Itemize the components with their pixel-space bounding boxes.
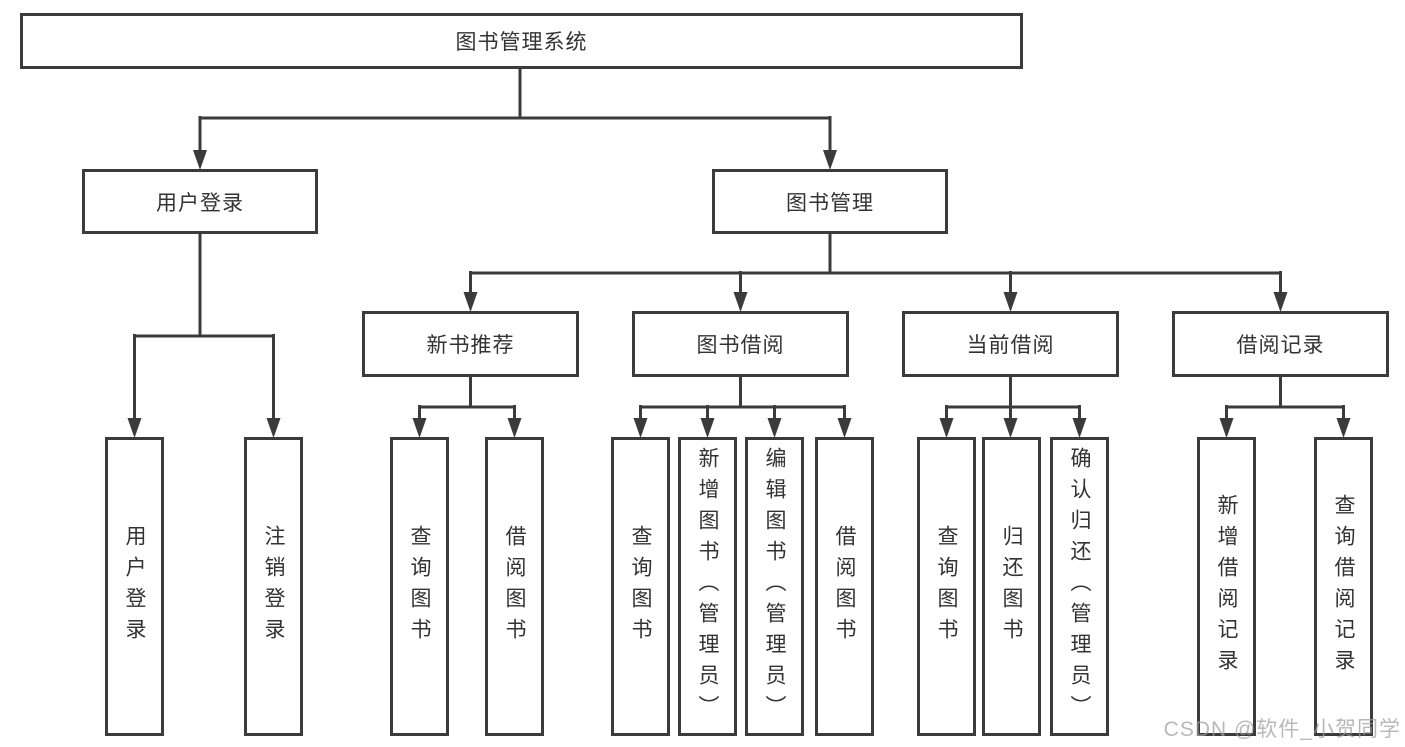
node-new-book-recommend-label: 新书推荐: [426, 334, 515, 357]
arrow-icon: [463, 292, 478, 312]
arrow-icon: [412, 418, 427, 438]
csdn-watermark: CSDN @软件_小贺同学: [1163, 718, 1401, 741]
arrow-icon: [1003, 418, 1018, 438]
connector-new-book-branch: [418, 377, 516, 423]
leaf-user-login-label: 用户登录: [123, 524, 147, 649]
arrow-icon: [1336, 418, 1351, 438]
arrow-icon: [837, 418, 852, 438]
arrow-icon: [1219, 418, 1234, 438]
leaf-query-borrow-record-label: 查询借阅记录: [1332, 493, 1356, 680]
arrow-icon: [1072, 418, 1087, 438]
leaf-borrow-books-recommend-label: 借阅图书: [503, 524, 527, 649]
arrow-icon: [1003, 292, 1018, 312]
leaf-add-borrow-record: 新增借阅记录: [1197, 437, 1256, 736]
node-library-system: 图书管理系统: [20, 13, 1023, 69]
arrow-icon: [1273, 292, 1288, 312]
node-current-borrow-label: 当前借阅: [966, 334, 1055, 357]
connector-root-branch: [198, 69, 832, 155]
node-library-system-label: 图书管理系统: [455, 31, 588, 54]
leaf-borrow-books: 借阅图书: [815, 437, 874, 736]
arrow-icon: [700, 418, 715, 438]
node-borrow-records-label: 借阅记录: [1236, 334, 1325, 357]
connector-book-management-branch: [469, 234, 1282, 297]
node-borrow-records: 借阅记录: [1172, 311, 1389, 377]
node-user-login-label: 用户登录: [156, 191, 244, 215]
leaf-query-books-current-label: 查询图书: [935, 524, 959, 649]
node-current-borrow: 当前借阅: [902, 311, 1119, 377]
leaf-confirm-return-admin: 确认归还（管理员）: [1050, 437, 1109, 736]
arrow-icon: [823, 150, 837, 170]
arrowheads: [127, 150, 1351, 438]
leaf-query-books-borrow-label: 查询图书: [629, 524, 653, 649]
node-book-borrow: 图书借阅: [632, 311, 849, 377]
leaf-return-books-label: 归还图书: [1000, 524, 1024, 649]
arrow-icon: [507, 418, 522, 438]
arrow-icon: [939, 418, 954, 438]
leaf-edit-books-admin-label: 编辑图书（管理员）: [763, 447, 787, 726]
connector-borrow-records-branch: [1225, 377, 1345, 423]
node-new-book-recommend: 新书推荐: [362, 311, 579, 377]
leaf-query-books-recommend-label: 查询图书: [408, 524, 432, 649]
leaf-query-books-current: 查询图书: [917, 437, 976, 736]
node-user-login: 用户登录: [82, 169, 318, 234]
leaf-query-borrow-record: 查询借阅记录: [1314, 437, 1373, 736]
node-book-management: 图书管理: [712, 169, 948, 234]
connector-current-borrow-branch: [945, 377, 1081, 423]
connector-user-login-branch: [133, 234, 275, 423]
leaf-borrow-books-recommend: 借阅图书: [485, 437, 544, 736]
leaf-add-books-admin-label: 新增图书（管理员）: [696, 447, 720, 726]
connector-book-borrow-branch: [639, 377, 846, 423]
node-book-management-label: 图书管理: [786, 191, 874, 215]
leaf-query-books-recommend: 查询图书: [390, 437, 449, 736]
leaf-confirm-return-admin-label: 确认归还（管理员）: [1068, 447, 1092, 726]
leaf-add-borrow-record-label: 新增借阅记录: [1215, 493, 1239, 680]
leaf-borrow-books-label: 借阅图书: [833, 524, 857, 649]
node-book-borrow-label: 图书借阅: [696, 334, 785, 357]
arrow-icon: [127, 418, 142, 438]
arrow-icon: [733, 292, 748, 312]
leaf-return-books: 归还图书: [982, 437, 1041, 736]
leaf-logout-label: 注销登录: [262, 524, 286, 649]
leaf-add-books-admin: 新增图书（管理员）: [678, 437, 737, 736]
arrow-icon: [193, 150, 207, 170]
leaf-query-books-borrow: 查询图书: [611, 437, 670, 736]
arrow-icon: [266, 418, 281, 438]
arrow-icon: [767, 418, 782, 438]
leaf-logout: 注销登录: [244, 437, 303, 736]
arrow-icon: [633, 418, 648, 438]
leaf-user-login: 用户登录: [105, 437, 164, 736]
leaf-edit-books-admin: 编辑图书（管理员）: [745, 437, 804, 736]
